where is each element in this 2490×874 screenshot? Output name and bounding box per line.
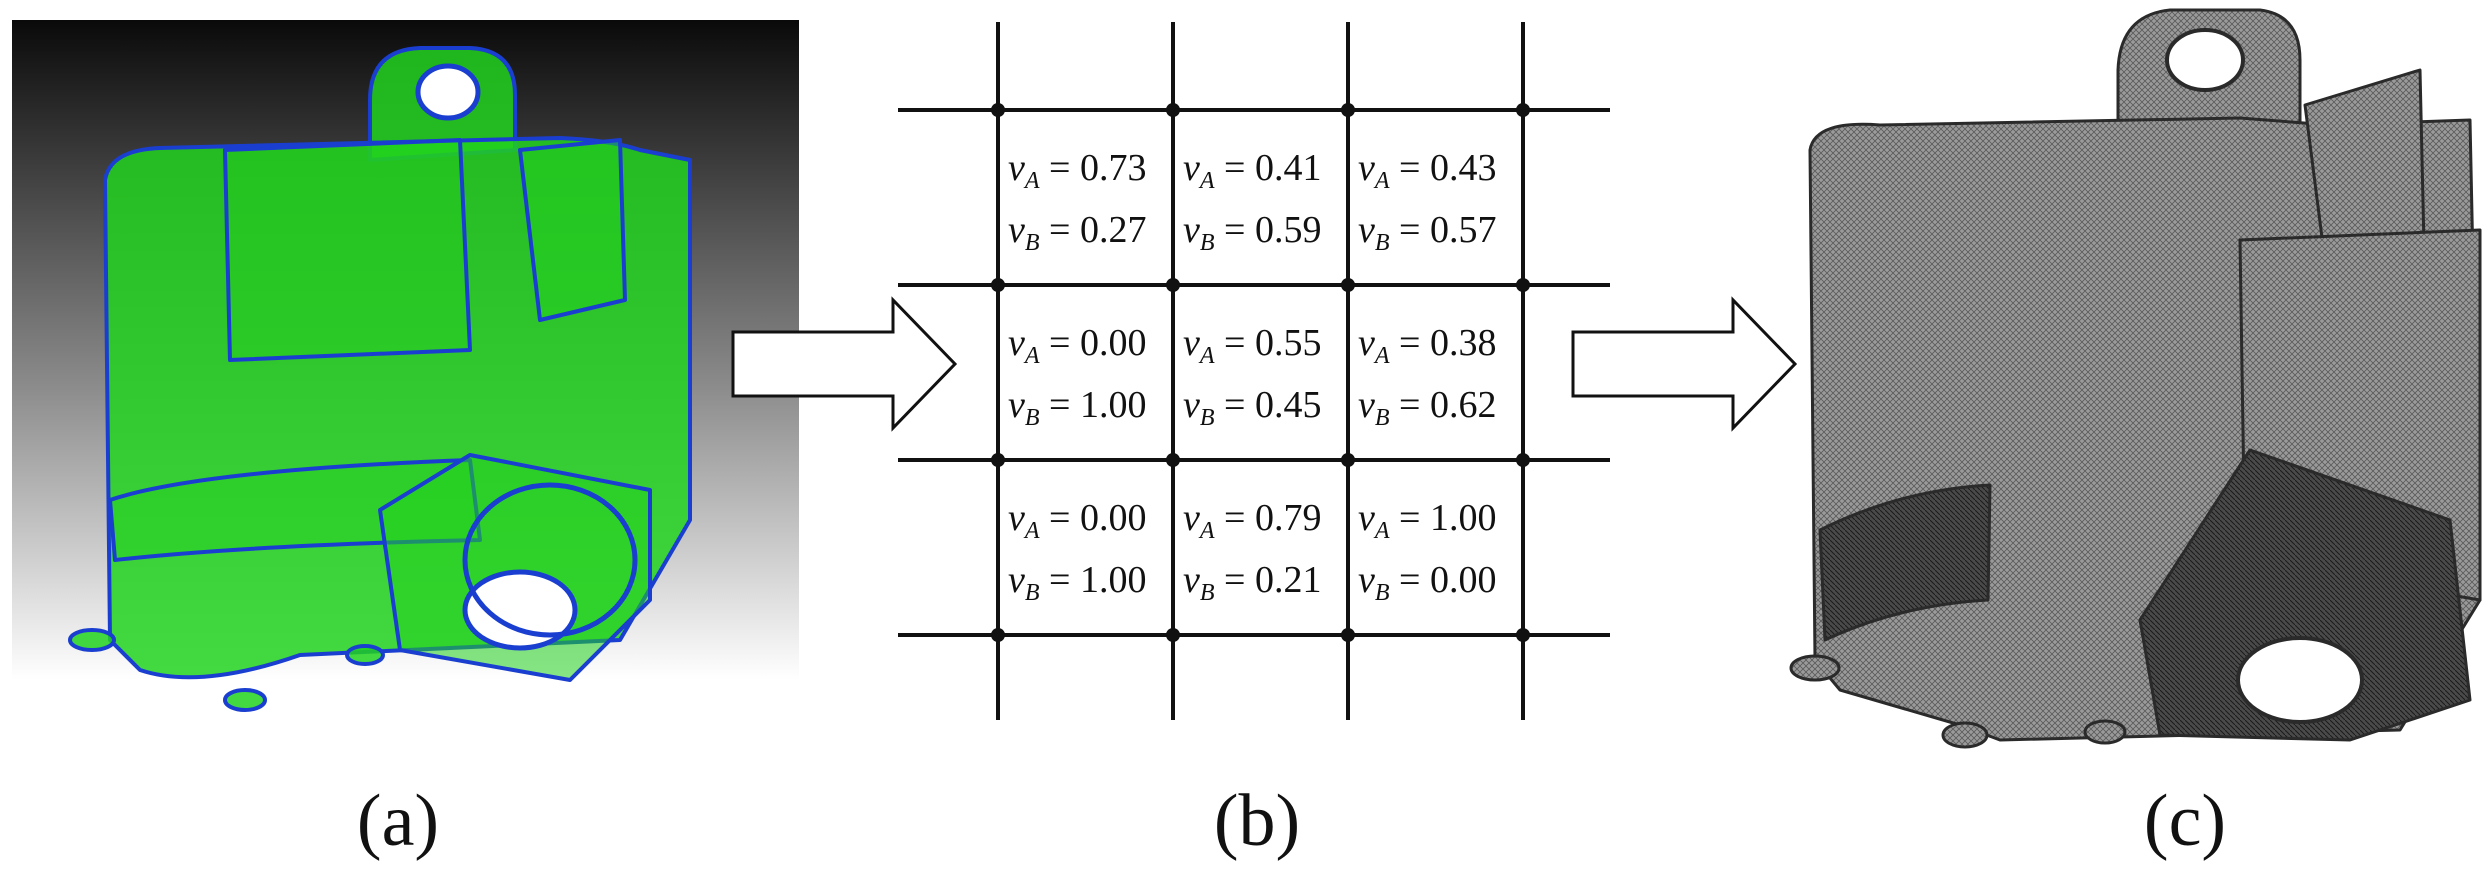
panel-c-render [1789,8,2482,749]
caption-c: (c) [2144,780,2226,862]
cell-value-b: vB = 0.45 [1183,384,1321,431]
panel-c-model [1789,8,2482,749]
cell-value-b: vB = 1.00 [1008,384,1146,431]
grid-node [1166,628,1180,642]
model-a-lower-hole [462,569,578,651]
model-c-foot-left [1789,654,1841,682]
arrow-right-icon [1571,296,1798,432]
model-a-lower-box [378,453,652,682]
grid-node [1516,453,1530,467]
grid-node [1341,278,1355,292]
cell-value-b: vB = 0.57 [1358,209,1496,256]
model-c-foot-mid [1941,721,1989,749]
panel-a-render [12,20,799,712]
model-c-lower-hole [2236,636,2364,724]
model-a-bracket [518,138,627,322]
cell-value-a: vA = 0.55 [1183,322,1321,369]
grid-node [991,453,1005,467]
grid-node [991,103,1005,117]
grid-node [1166,453,1180,467]
grid-node [991,628,1005,642]
grid-node [1516,103,1530,117]
grid-node [1341,453,1355,467]
cell-value-a: vA = 0.73 [1008,147,1146,194]
panel-b-grid: vA = 0.73 vB = 0.27 vA = 0.41 vB = 0.59 vA =… [898,22,1610,720]
model-c-handle-hole [2165,28,2245,92]
model-c-foot-right [2083,719,2127,745]
cell-value-b: vB = 0.21 [1183,559,1321,606]
cell-value-a: vA = 0.43 [1358,147,1496,194]
grid-node [1516,628,1530,642]
cell-value-b: vB = 0.00 [1358,559,1496,606]
model-c-recess [1818,483,1992,642]
model-a-foot-right [345,644,385,666]
grid-node [1166,278,1180,292]
cell-value-b: vB = 0.27 [1008,209,1146,256]
grid-node [1341,628,1355,642]
model-a-lower-ring [462,482,638,638]
cell-value-a: vA = 0.79 [1183,497,1321,544]
grid-node [1516,278,1530,292]
model-a-foot-left [68,628,116,652]
model-a-handle-hole [415,63,481,121]
caption-a: (a) [357,780,439,862]
model-a-foot-mid [223,688,267,712]
model-c-lower-box [2138,448,2472,742]
cell-value-b: vB = 0.62 [1358,384,1496,431]
cell-value-a: vA = 0.38 [1358,322,1496,369]
panel-a-model [68,46,692,712]
grid-node [1166,103,1180,117]
cell-value-b: vB = 0.59 [1183,209,1321,256]
cell-value-a: vA = 0.41 [1183,147,1321,194]
cell-value-a: vA = 0.00 [1008,497,1146,544]
cell-value-a: vA = 0.00 [1008,322,1146,369]
grid-node [1341,103,1355,117]
grid-node [991,278,1005,292]
model-a-inner-box [223,138,472,362]
cell-value-a: vA = 1.00 [1358,497,1496,544]
arrow-right-icon [731,296,958,432]
caption-b: (b) [1214,780,1300,862]
cell-value-b: vB = 1.00 [1008,559,1146,606]
